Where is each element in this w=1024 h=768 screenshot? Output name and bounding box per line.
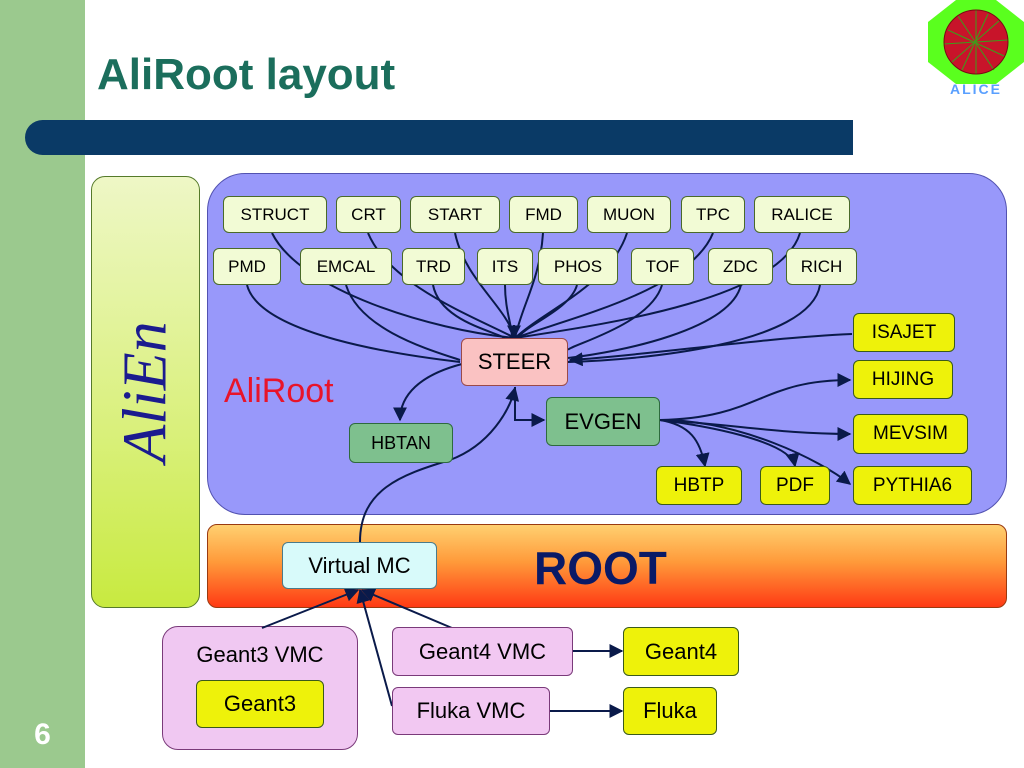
slide-title: AliRoot layout	[97, 50, 396, 99]
detector-start[interactable]: START	[410, 196, 500, 233]
detector-its[interactable]: ITS	[477, 248, 533, 285]
geant4-box[interactable]: Geant4	[623, 627, 739, 676]
alien-label: AliEn	[111, 321, 180, 463]
geant3-vmc-label: Geant3 VMC	[196, 642, 324, 667]
generator-hijing[interactable]: HIJING	[853, 360, 953, 399]
geant3-box[interactable]: Geant3	[196, 680, 324, 728]
evgen-module[interactable]: EVGEN	[546, 397, 660, 446]
fluka-vmc-box[interactable]: Fluka VMC	[392, 687, 550, 735]
detector-tof[interactable]: TOF	[631, 248, 694, 285]
title-underline-bar	[25, 120, 853, 155]
generator-mevsim[interactable]: MEVSIM	[853, 414, 968, 454]
svg-text:ALICE: ALICE	[950, 81, 1002, 96]
generator-pdf[interactable]: PDF	[760, 466, 830, 505]
detector-crt[interactable]: CRT	[336, 196, 401, 233]
detector-rich[interactable]: RICH	[786, 248, 857, 285]
generator-pythia6[interactable]: PYTHIA6	[853, 466, 972, 505]
detector-zdc[interactable]: ZDC	[708, 248, 773, 285]
alien-panel	[91, 176, 200, 608]
virtual-mc-box[interactable]: Virtual MC	[282, 542, 437, 589]
detector-tpc[interactable]: TPC	[681, 196, 745, 233]
fluka-box[interactable]: Fluka	[623, 687, 717, 735]
steer-module[interactable]: STEER	[461, 338, 568, 386]
detector-struct[interactable]: STRUCT	[223, 196, 327, 233]
detector-fmd[interactable]: FMD	[509, 196, 578, 233]
detector-emcal[interactable]: EMCAL	[300, 248, 392, 285]
alice-logo: ALICE	[928, 0, 1024, 96]
root-label: ROOT	[534, 542, 667, 594]
slide-number: 6	[34, 718, 51, 751]
detector-muon[interactable]: MUON	[587, 196, 671, 233]
detector-phos[interactable]: PHOS	[538, 248, 618, 285]
detector-trd[interactable]: TRD	[402, 248, 465, 285]
left-sidebar-strip	[0, 0, 85, 768]
hbtan-module[interactable]: HBTAN	[349, 423, 453, 463]
detector-ralice[interactable]: RALICE	[754, 196, 850, 233]
generator-hbtp[interactable]: HBTP	[656, 466, 742, 505]
generator-isajet[interactable]: ISAJET	[853, 313, 955, 352]
detector-pmd[interactable]: PMD	[213, 248, 281, 285]
geant4-vmc-box[interactable]: Geant4 VMC	[392, 627, 573, 676]
aliroot-label: AliRoot	[224, 372, 334, 410]
